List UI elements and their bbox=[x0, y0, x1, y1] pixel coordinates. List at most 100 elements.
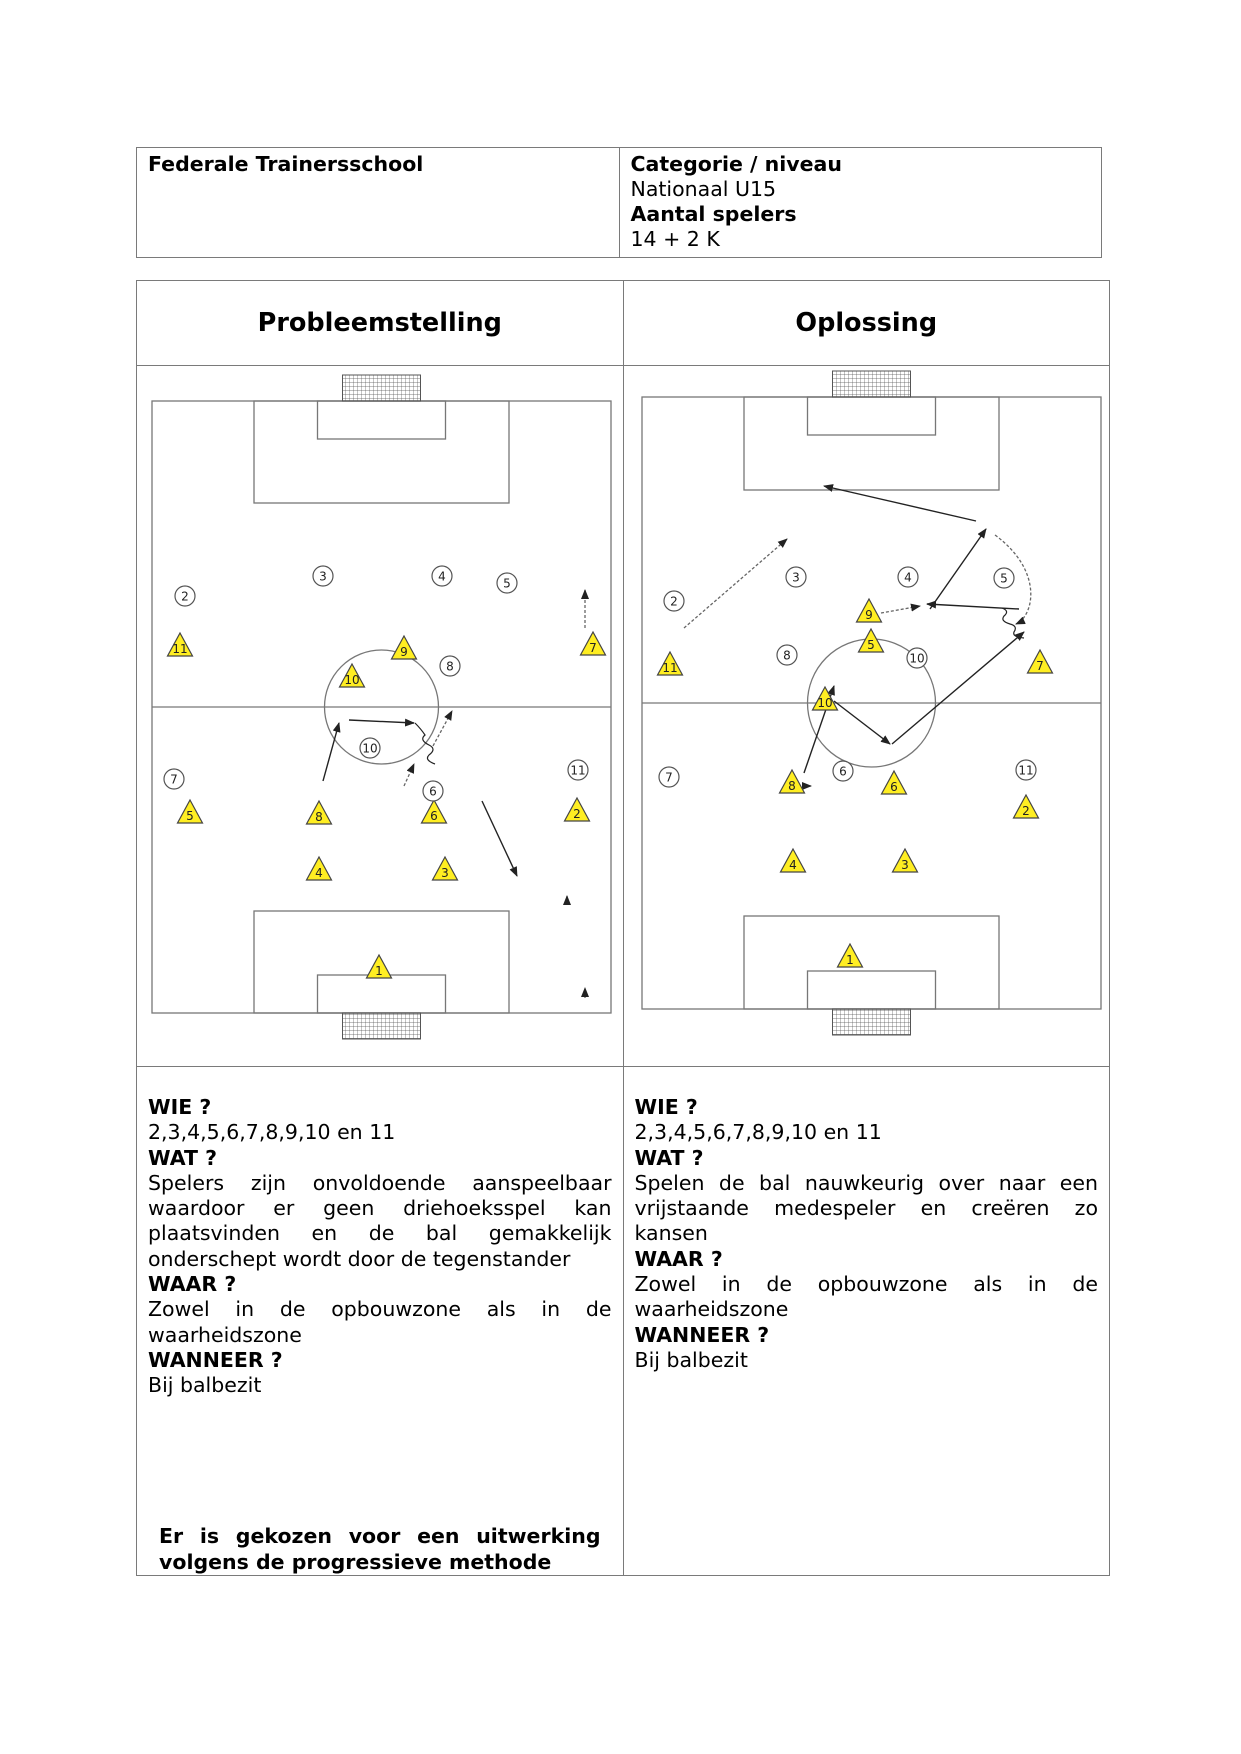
attacker-marker bbox=[810, 685, 839, 711]
top-goal-net bbox=[831, 370, 911, 398]
defender-number: 4 bbox=[438, 570, 446, 584]
defender-number: 8 bbox=[783, 649, 791, 663]
attacker-marker bbox=[338, 662, 366, 688]
attacker-marker bbox=[890, 847, 919, 873]
header-left-cell: Federale Trainersschool bbox=[136, 147, 620, 258]
bottom-penalty-box bbox=[742, 915, 1000, 1010]
defender-number: 10 bbox=[909, 652, 924, 666]
attacker-number: 3 bbox=[901, 858, 909, 872]
wat-line: Spelen de bal nauwkeurig over naar een bbox=[634, 1170, 1099, 1195]
pass-arrow bbox=[348, 718, 415, 727]
top-goal-net bbox=[342, 374, 421, 402]
defender-number: 5 bbox=[503, 577, 511, 591]
defender-marker bbox=[359, 737, 381, 759]
attacker-marker bbox=[390, 634, 418, 660]
attacker-marker bbox=[1011, 793, 1040, 819]
top-penalty-box bbox=[253, 400, 510, 504]
attacker-marker bbox=[431, 855, 459, 881]
run-arrow bbox=[403, 763, 415, 787]
solution-text-cell: WIE ? 2,3,4,5,6,7,8,9,10 en 11 WAT ? Spe… bbox=[622, 1066, 1110, 1576]
attacker-number: 3 bbox=[441, 866, 449, 880]
attacker-number: 11 bbox=[172, 642, 187, 656]
defender-number: 3 bbox=[319, 570, 327, 584]
solution-heading: Oplossing bbox=[622, 280, 1110, 366]
attacker-marker bbox=[777, 768, 806, 794]
defender-number: 5 bbox=[1000, 572, 1008, 586]
wat-line: plaatsvinden en de bal gemakkelijk bbox=[148, 1221, 612, 1246]
attacker-number: 9 bbox=[400, 645, 408, 659]
attacker-number: 10 bbox=[817, 696, 832, 710]
dribble-line bbox=[414, 722, 436, 765]
attacker-marker bbox=[856, 627, 885, 653]
waar-line: waarheidszone bbox=[634, 1297, 789, 1322]
wie-label: WIE ? bbox=[148, 1095, 212, 1119]
defender-number: 11 bbox=[1018, 764, 1033, 778]
bottom-goal-net bbox=[342, 1012, 421, 1040]
attacker-number: 6 bbox=[890, 780, 898, 794]
defender-number: 8 bbox=[446, 660, 454, 674]
attacker-marker bbox=[365, 953, 393, 979]
defender-marker bbox=[163, 768, 185, 790]
pass-arrow bbox=[928, 528, 987, 610]
defender-marker bbox=[1014, 759, 1037, 781]
players-label: Aantal spelers bbox=[630, 202, 797, 226]
attacker-number: 9 bbox=[865, 608, 873, 622]
pass-arrow bbox=[891, 631, 1025, 745]
defender-marker bbox=[312, 565, 334, 587]
players-value: 14 + 2 K bbox=[630, 227, 720, 251]
wat-line: waardoor er geen driehoeksspel kan bbox=[148, 1196, 612, 1221]
run-arrow bbox=[880, 603, 921, 614]
defender-marker bbox=[422, 780, 444, 802]
defender-number: 10 bbox=[362, 742, 377, 756]
school-name: Federale Trainersschool bbox=[148, 152, 424, 176]
wie-value: 2,3,4,5,6,7,8,9,10 en 11 bbox=[634, 1120, 882, 1145]
attacker-number: 4 bbox=[315, 866, 323, 880]
wanneer-label: WANNEER ? bbox=[148, 1347, 283, 1372]
attacker-number: 2 bbox=[573, 807, 581, 821]
defender-marker bbox=[174, 585, 196, 607]
problem-text-cell: WIE ? 2,3,4,5,6,7,8,9,10 en 11 WAT ? Spe… bbox=[136, 1066, 624, 1576]
waar-line: waarheidszone bbox=[148, 1322, 302, 1347]
attacker-marker bbox=[1025, 648, 1054, 674]
defender-number: 7 bbox=[665, 771, 673, 785]
defender-number: 7 bbox=[170, 773, 178, 787]
pass-arrow bbox=[925, 600, 1019, 610]
waar-label: WAAR ? bbox=[634, 1246, 723, 1271]
attacker-marker bbox=[835, 942, 864, 968]
wat-line: kansen bbox=[634, 1221, 708, 1246]
attacker-marker bbox=[305, 799, 333, 825]
run-arrow bbox=[481, 800, 518, 877]
curved-run-arrow bbox=[994, 534, 1031, 625]
attacker-marker bbox=[778, 847, 807, 873]
defender-number: 4 bbox=[904, 571, 912, 585]
defender-marker bbox=[657, 766, 680, 788]
bottom-goal-area bbox=[806, 970, 936, 1010]
attacker-marker bbox=[166, 631, 194, 657]
defender-marker bbox=[831, 760, 854, 782]
wat-label: WAT ? bbox=[148, 1145, 217, 1170]
category-value: Nationaal U15 bbox=[630, 177, 777, 201]
attacker-marker bbox=[563, 796, 591, 822]
defender-marker bbox=[784, 566, 807, 588]
top-goal-area bbox=[806, 396, 936, 436]
wat-line: Spelers zijn onvoldoende aanspeelbaar bbox=[148, 1170, 612, 1195]
attacker-number: 5 bbox=[186, 809, 194, 823]
bottom-goal-area bbox=[316, 974, 447, 1014]
dribble-line bbox=[1001, 607, 1024, 639]
run-arrow bbox=[432, 710, 453, 747]
waar-line: Zowel in de opbouwzone als in de bbox=[148, 1297, 612, 1322]
attacker-number: 7 bbox=[1036, 659, 1044, 673]
attacker-marker bbox=[579, 630, 607, 656]
defender-marker bbox=[905, 647, 928, 669]
defender-marker bbox=[496, 572, 518, 594]
wanneer-value: Bij balbezit bbox=[148, 1373, 262, 1398]
wie-label: WIE ? bbox=[634, 1095, 698, 1119]
wie-value: 2,3,4,5,6,7,8,9,10 en 11 bbox=[148, 1120, 396, 1145]
top-goal-area bbox=[316, 400, 447, 440]
attacker-marker bbox=[305, 855, 333, 881]
